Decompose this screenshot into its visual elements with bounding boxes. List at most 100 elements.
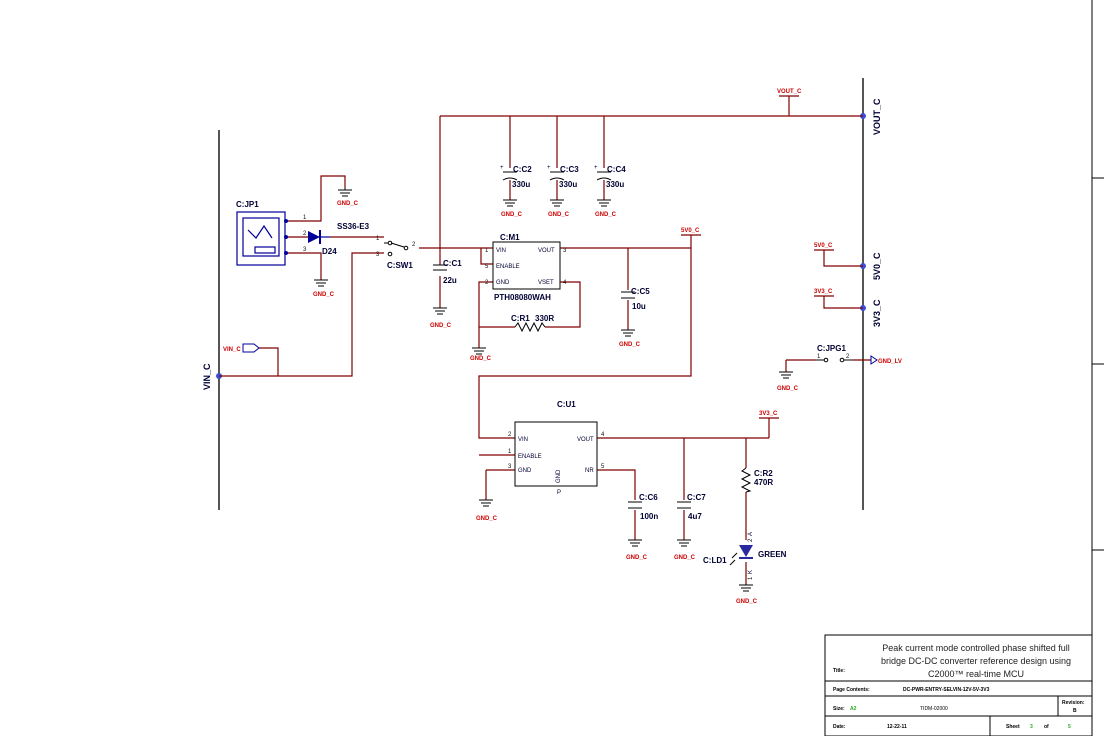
u1-pin5-name: NR <box>585 468 594 474</box>
power-flag-5v0-m1-label: 5V0_C <box>681 228 700 234</box>
resistor-r2: C:R2 470R <box>740 467 773 493</box>
port-vin-label: VIN_C <box>223 347 241 353</box>
u1-pin5-num: 5 <box>601 464 605 470</box>
r1-value: 330R <box>535 314 554 323</box>
ground-c5: GND_C <box>619 329 641 348</box>
tb-sheet: 3 <box>1030 724 1033 730</box>
jpg1-pin-1: 1 <box>817 354 821 360</box>
tb-date-label: Date: <box>833 724 846 730</box>
capacitor-c3: + C:C3 330u <box>547 165 579 200</box>
c5-ref: C:C5 <box>631 287 650 296</box>
tb-title-line-1: Peak current mode controlled phase shift… <box>882 643 1070 653</box>
jpg1-ref: C:JPG1 <box>817 344 846 353</box>
r2-value: 470R <box>754 478 773 487</box>
ground-u1: GND_C <box>476 499 498 522</box>
ground-label: GND_C <box>619 342 641 348</box>
power-flag-3v3-u1-label: 3V3_C <box>759 411 778 417</box>
power-flag-vout-label: VOUT_C <box>777 89 802 95</box>
resistor-r1: C:R1 330R <box>511 314 554 333</box>
title-block: Title: Peak current mode controlled phas… <box>824 634 1093 737</box>
jp1-ref: C:JP1 <box>236 200 259 209</box>
m1-pin2-num: 2 <box>485 280 489 286</box>
sw1-pin-3: 3 <box>376 252 380 258</box>
ground-label: GND_C <box>337 201 359 207</box>
tb-date: 12-22-11 <box>887 724 907 730</box>
u1-pin1-num: 1 <box>508 449 512 455</box>
c4-value: 330u <box>606 180 624 189</box>
c5-value: 10u <box>632 302 646 311</box>
ground-label: GND_C <box>476 516 498 522</box>
power-flag-3v3-bus-label: 3V3_C <box>814 289 833 295</box>
ground-label: GND_C <box>501 212 523 218</box>
ground-label: GND_C <box>736 599 758 605</box>
bus-vout: VOUT_C 5V0_C 3V3_C <box>860 78 882 510</box>
u1-pin3-num: 3 <box>508 464 512 470</box>
u1-pin2-num: 2 <box>508 432 512 438</box>
m1-pin3-num: 3 <box>563 248 567 254</box>
jpg1-pin-2: 2 <box>846 354 850 360</box>
tb-title-line-2: bridge DC-DC converter reference design … <box>881 656 1071 666</box>
power-flag-5v0-m1: 5V0_C <box>681 228 701 236</box>
ground-m1: GND_C <box>470 347 492 362</box>
power-flag-3v3-u1: 3V3_C <box>759 411 779 419</box>
ground-label: GND_C <box>470 356 492 362</box>
diode-d24: SS36-E3 D24 <box>308 222 370 256</box>
u1-pin3-name: GND <box>518 468 532 474</box>
m1-pin2-name: GND <box>496 280 510 286</box>
jumper-jpg1: C:JPG1 1 2 GND_LV <box>815 344 902 365</box>
connector-jp1: C:JP1 1 2 3 <box>236 200 307 266</box>
c1-value: 22u <box>443 276 457 285</box>
u1-pin1-name: ENABLE <box>518 454 542 460</box>
c6-value: 100n <box>640 512 658 521</box>
c7-value: 4u7 <box>688 512 702 521</box>
led-pin-k: K <box>748 570 754 574</box>
c4-ref: C:C4 <box>607 165 626 174</box>
c2-polarity: + <box>500 165 504 171</box>
m1-pin1-num: 1 <box>485 248 489 254</box>
led-pin-a: A <box>748 532 754 536</box>
m1-pin5-num: 5 <box>485 264 489 270</box>
u1-ref: C:U1 <box>557 400 576 409</box>
ground-label: GND_C <box>313 292 335 298</box>
diode-part: SS36-E3 <box>337 222 370 231</box>
tb-title-line-3: C2000™ real-time MCU <box>928 669 1024 679</box>
jpg1-out-port: GND_LV <box>878 359 902 365</box>
capacitor-c2: + C:C2 330u <box>500 165 532 200</box>
tb-size-label: Size: <box>833 706 845 712</box>
m1-pin1-name: VIN <box>496 248 506 254</box>
r1-ref: C:R1 <box>511 314 530 323</box>
u1-gnd-pad: GND <box>556 469 562 483</box>
module-m1: C:M1 1 VIN 5 ENABLE 2 GND 3 VOUT 4 VSET … <box>485 233 567 302</box>
bus-label-5v0: 5V0_C <box>872 252 882 280</box>
m1-pin3-name: VOUT <box>538 248 555 254</box>
c3-polarity: + <box>547 165 551 171</box>
tb-size: A2 <box>850 706 857 712</box>
power-flag-5v0-bus: 5V0_C <box>814 243 834 251</box>
jp1-pin-1: 1 <box>303 215 307 221</box>
led-pin-a-num: 2 <box>748 538 754 542</box>
led-color: GREEN <box>758 550 787 559</box>
m1-pin4-name: VSET <box>538 280 554 286</box>
ground-c4: GND_C <box>595 199 617 218</box>
bus-label-3v3: 3V3_C <box>872 299 882 327</box>
tb-doc-number: TIDM-02000 <box>920 706 948 712</box>
c1-ref: C:C1 <box>443 259 462 268</box>
c4-polarity: + <box>594 165 598 171</box>
tb-of-label: of <box>1044 724 1049 730</box>
r2-ref: C:R2 <box>754 469 773 478</box>
bus-label-vin: VIN_C <box>202 363 212 390</box>
led-ld1: 2 1 A K C:LD1 GREEN <box>703 532 787 580</box>
power-flag-vout: VOUT_C <box>777 89 802 97</box>
c3-ref: C:C3 <box>560 165 579 174</box>
m1-ref: C:M1 <box>500 233 520 242</box>
ground-jp1-bottom: GND_C <box>313 279 335 298</box>
ground-label: GND_C <box>430 323 452 329</box>
capacitor-c6: C:C6 100n <box>628 493 658 521</box>
power-flag-5v0-bus-label: 5V0_C <box>814 243 833 249</box>
ground-label: GND_C <box>595 212 617 218</box>
tb-sheet-label: Sheet <box>1006 724 1020 730</box>
ground-jpg1: GND_C <box>777 371 799 392</box>
led-ref: C:LD1 <box>703 556 727 565</box>
capacitor-c1: C:C1 22u <box>433 259 462 285</box>
